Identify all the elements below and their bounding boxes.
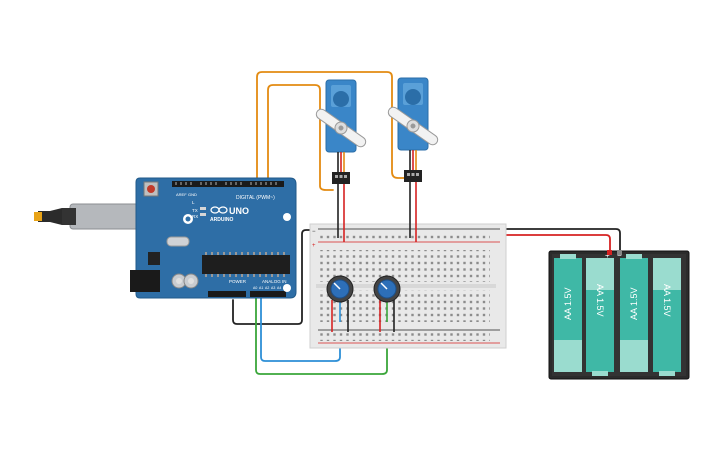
wire-battery-plus [489,234,611,253]
potentiometer-1[interactable] [326,275,354,332]
arduino-logo-icon [210,206,228,214]
battery-cell-2: AA 1.5V [586,258,614,376]
gnd-label: GND [188,192,197,197]
svg-text:A1: A1 [259,286,263,290]
arduino-uno[interactable]: DIGITAL (PWM~) AREF GND L TX RX UNO ARDU… [34,177,297,299]
potentiometer-2[interactable] [373,275,401,332]
chip-pins [205,252,285,277]
svg-text:A3: A3 [271,286,275,290]
servo-motor-2[interactable] [386,77,440,182]
wire-servo1-signal [256,71,406,183]
battery-cell-label: AA 1.5V [662,284,672,317]
arduino-model: UNO [229,206,249,216]
crystal [166,236,190,247]
battery-cell-label: AA 1.5V [563,287,573,320]
battery-cell-4: AA 1.5V [653,258,681,376]
power-jack [130,270,160,292]
battery-cell-1: AA 1.5V [554,254,582,372]
svg-text:A0: A0 [253,286,257,290]
power-rail-top [320,232,490,240]
digital-header-label: DIGITAL (PWM~) [236,195,275,201]
wire-servo2-signal [267,84,334,191]
battery-minus-terminal[interactable] [617,250,622,255]
battery-plus-terminal[interactable] [607,250,612,255]
analog-pin-labels: A0 A1 A2 A3 A4 A5 [253,286,287,290]
center-channel [316,284,496,288]
battery-plus-label: + [605,251,610,260]
power-header [208,291,246,297]
battery-minus-label: − [617,251,622,260]
terminal-strip-top [320,250,490,282]
battery-pack[interactable]: + − AA 1.5V AA 1.5V AA 1.5V AA 1 [548,250,690,380]
wire-gnd-breadboard [232,229,319,325]
servo-breadboard-wires [337,182,417,242]
pin-tx-label: TX [192,208,198,213]
analog-header [250,291,286,297]
usb-cable-icon [38,208,62,225]
wire-battery-minus [495,228,621,253]
microcontroller-chip [202,255,290,274]
digital-header [172,181,284,187]
svg-text:A2: A2 [265,286,269,290]
analog-header-label: ANALOG IN [262,279,287,284]
battery-cell-3: AA 1.5V [620,254,648,372]
wire-a0-pot1 [260,297,341,362]
servo-horn-icon [315,108,367,148]
battery-cell-label: AA 1.5V [629,287,639,320]
battery-cell-label: AA 1.5V [595,284,605,317]
arduino-brand: ARDUINO [210,217,233,223]
pin-rx-label: RX [192,214,198,219]
digital-pin-dots [175,182,277,185]
svg-text:A4: A4 [277,286,281,290]
pin-l-label: L [192,200,195,205]
rail-plus-label: + [312,243,316,249]
aref-label: AREF [176,192,187,197]
servo-horn-icon [387,106,439,146]
rail-minus-label: − [312,229,316,235]
wires [232,71,621,375]
servo-motor-1[interactable] [314,79,368,184]
wire-a1-pot2 [255,297,388,375]
regulator [148,252,160,265]
power-rail-bottom [320,333,490,341]
power-header-label: POWER [229,279,247,284]
